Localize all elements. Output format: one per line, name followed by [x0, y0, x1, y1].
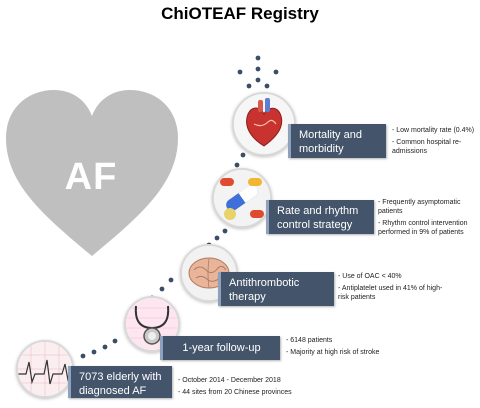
step-2-box: 1-year follow-up: [160, 336, 280, 360]
step-2-note-1: - 6148 patients: [286, 337, 333, 344]
step-2-notes: - 6148 patients - Majority at high risk …: [286, 336, 426, 360]
step-1-label: 7073 elderly with diagnosed AF: [79, 371, 162, 397]
stethoscope-icon: [126, 298, 178, 350]
step-4-note-2: - Rhythm control intervention performed …: [378, 220, 468, 236]
step-1-box: 7073 elderly with diagnosed AF: [68, 366, 172, 398]
step-1-note-2: - 44 sites from 20 Chinese provinces: [178, 389, 292, 396]
step-3-box: Antithrombotic therapy: [218, 272, 334, 306]
step-3-note-2: - Antiplatelet used in 41% of high-risk …: [338, 285, 443, 301]
step-2-note-2: - Majority at high risk of stroke: [286, 349, 380, 356]
step-3-label: Antithrombotic therapy: [229, 277, 300, 303]
heart-organ-icon: [234, 94, 294, 154]
step-3-notes: - Use of OAC < 40% - Antiplatelet used i…: [338, 272, 450, 305]
step-3-note-1: - Use of OAC < 40%: [338, 273, 402, 280]
step-4-box: Rate and rhythm control strategy: [266, 200, 374, 234]
step-4-note-1: - Frequently asymptomatic patients: [378, 199, 461, 215]
step-2-label: 1-year follow-up: [182, 342, 261, 354]
step-1-notes: - October 2014 - December 2018 - 44 site…: [178, 376, 328, 400]
step-4-notes: - Frequently asymptomatic patients - Rhy…: [378, 198, 476, 240]
step-4-label: Rate and rhythm control strategy: [277, 205, 359, 231]
heart-label: AF: [64, 156, 118, 198]
page-title: ChiOTEAF Registry: [161, 4, 319, 23]
heart-icon: [6, 90, 178, 256]
step-5-label: Mortality and morbidity: [299, 129, 362, 155]
step-5-image: [232, 92, 296, 156]
step-5-note-1: - Low mortality rate (0.4%): [392, 127, 475, 134]
step-2-image: [124, 296, 180, 352]
step-1-note-1: - October 2014 - December 2018: [178, 377, 281, 384]
ecg-icon: [18, 342, 72, 396]
pills-icon: [214, 170, 270, 226]
step-1-image: [16, 340, 74, 398]
step-5-note-2: - Common hospital re-admissions: [392, 139, 462, 155]
step-5-notes: - Low mortality rate (0.4%) - Common hos…: [392, 126, 478, 159]
step-4-image: [212, 168, 272, 228]
step-5-box: Mortality and morbidity: [288, 124, 386, 158]
